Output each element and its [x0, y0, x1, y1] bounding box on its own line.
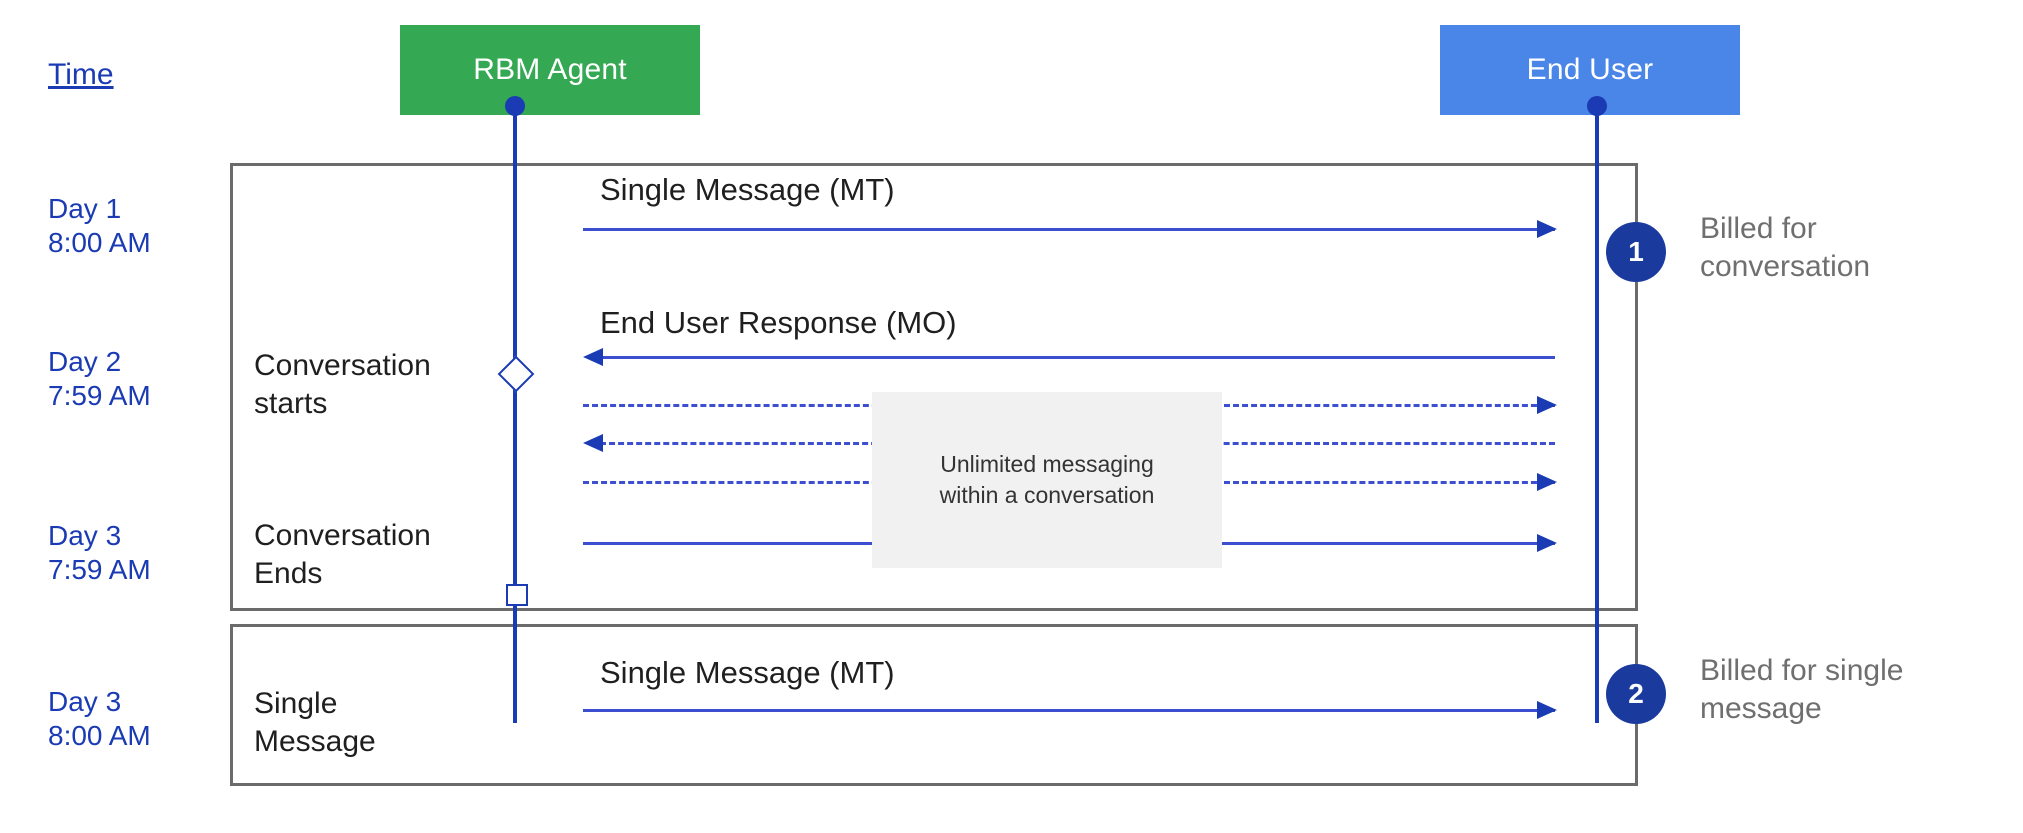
lifeline-start-dot-icon-agent — [505, 96, 525, 116]
arrow-head-icon-right-2 — [1537, 396, 1557, 414]
status-badge-billing-2-number: 2 — [1628, 678, 1644, 709]
message-line-end-user-response-mo — [600, 356, 1555, 359]
arrow-head-icon-right-1 — [1537, 220, 1557, 238]
note-unlimited-messaging: Unlimited messaging within a conversatio… — [872, 392, 1222, 568]
message-line-single-message-mt-2 — [583, 709, 1555, 712]
lifeline-end-user — [1595, 115, 1599, 723]
status-badge-billing-1-number: 1 — [1628, 236, 1644, 267]
arrow-head-icon-right-3 — [1537, 473, 1557, 491]
message-label-end-user-response-mo: End User Response (MO) — [600, 305, 957, 340]
message-label-single-message-mt-1: Single Message (MT) — [600, 172, 895, 207]
time-label-day2-0759: Day 2 7:59 AM — [48, 346, 151, 412]
square-marker-icon-conversation-end — [506, 584, 528, 606]
message-line-single-message-mt-1 — [583, 228, 1555, 231]
arrow-head-icon-left-2 — [583, 434, 603, 452]
lifeline-rbm-agent — [513, 115, 517, 723]
arrow-head-icon-right-5 — [1537, 701, 1557, 719]
actor-rbm-agent-label: RBM Agent — [473, 53, 627, 86]
caption-single-message: Single Message — [254, 687, 376, 758]
actor-end-user-label: End User — [1526, 53, 1654, 86]
arrow-head-icon-right-4 — [1537, 534, 1557, 552]
conversation-group-box — [230, 163, 1638, 611]
actor-rbm-agent: RBM Agent — [400, 25, 700, 115]
caption-conversation-ends: Conversation Ends — [254, 519, 431, 590]
time-label-day3-0759: Day 3 7:59 AM — [48, 520, 151, 586]
billing-note-conversation: Billed for conversation — [1700, 212, 1871, 284]
message-label-single-message-mt-2: Single Message (MT) — [600, 655, 895, 690]
time-column-heading: Time — [48, 58, 114, 91]
note-unlimited-messaging-text: Unlimited messaging within a conversatio… — [939, 450, 1155, 508]
arrow-head-icon-left-1 — [583, 348, 603, 366]
status-badge-billing-2: 2 — [1606, 664, 1666, 724]
status-badge-billing-1: 1 — [1606, 222, 1666, 282]
billing-note-single-message: Billed for single message — [1700, 654, 1904, 726]
lifeline-start-dot-icon-end-user — [1587, 96, 1607, 116]
time-label-day3-0800: Day 3 8:00 AM — [48, 686, 151, 752]
time-label-day1-0800: Day 1 8:00 AM — [48, 193, 151, 259]
caption-conversation-starts: Conversation starts — [254, 349, 431, 420]
